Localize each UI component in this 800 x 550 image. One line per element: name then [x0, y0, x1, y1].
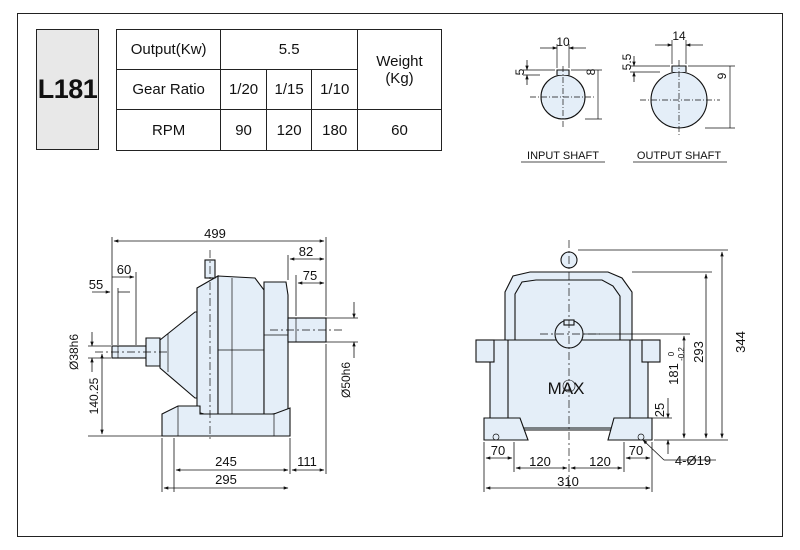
input-keyway-dim: 5: [513, 68, 527, 75]
input-shaft-label: INPUT SHAFT: [527, 150, 599, 162]
output-keyway-dim: 5.5: [620, 53, 634, 70]
dim-111: 111: [297, 454, 317, 469]
rpm-cell: 90: [220, 109, 267, 151]
dim-70-left: 70: [491, 443, 505, 458]
side-view-dimensions: [88, 237, 358, 492]
weight-label: Weight(Kg): [356, 29, 443, 110]
dim-310: 310: [557, 474, 579, 489]
dim-499: 499: [204, 226, 226, 241]
dim-344: 344: [733, 331, 748, 353]
dim-75: 75: [303, 268, 317, 283]
rpm-cell: 180: [311, 109, 358, 151]
front-view: [475, 251, 661, 441]
dim-25: 25: [652, 403, 667, 417]
side-view: [111, 259, 327, 437]
max-label: MAX: [548, 379, 585, 398]
dim-holes: 4-Ø19: [675, 453, 711, 468]
gear-ratio-label: Gear Ratio: [115, 69, 222, 110]
output-shaft-label: OUTPUT SHAFT: [637, 150, 721, 162]
weight-value: 60: [356, 109, 443, 151]
dim-60: 60: [117, 262, 131, 277]
input-shaft-section: [523, 44, 602, 128]
output-key-depth-dim: 9: [715, 72, 729, 79]
dim-70-right: 70: [629, 443, 643, 458]
side-view-centerlines: [95, 250, 345, 440]
spec-table: Output(Kw) 5.5 Weight(Kg) Gear Ratio 1/2…: [115, 29, 443, 151]
dim-output-dia: Ø50h6: [339, 362, 353, 398]
drawing-frame: [17, 13, 783, 537]
output-value: 5.5: [220, 29, 358, 70]
dim-293: 293: [691, 341, 706, 363]
dim-input-dia: Ø38h6: [67, 334, 81, 370]
dim-295: 295: [215, 472, 237, 487]
ratio-cell: 1/20: [220, 69, 267, 110]
input-key-depth-dim: 8: [584, 68, 598, 75]
dim-181: 181: [666, 363, 681, 385]
dim-55: 55: [89, 277, 103, 292]
front-view-dimensions: [483, 249, 728, 492]
output-label: Output(Kw): [115, 29, 222, 70]
dim-181-group: 181 0 -0.2: [666, 347, 686, 385]
dim-181-tol-lower: -0.2: [677, 347, 686, 361]
dim-140-25: 140.25: [87, 377, 101, 414]
dim-82: 82: [299, 244, 313, 259]
dim-120-right: 120: [589, 454, 611, 469]
input-key-width-dim: 10: [556, 35, 570, 49]
ratio-cell: 1/10: [311, 69, 358, 110]
output-shaft-section: [630, 40, 735, 135]
model-label: L181: [36, 29, 99, 150]
dim-120-left: 120: [529, 454, 551, 469]
rpm-label: RPM: [115, 109, 222, 151]
output-key-width-dim: 14: [672, 29, 686, 43]
dim-245: 245: [215, 454, 237, 469]
dim-181-tol-upper: 0: [667, 351, 676, 356]
